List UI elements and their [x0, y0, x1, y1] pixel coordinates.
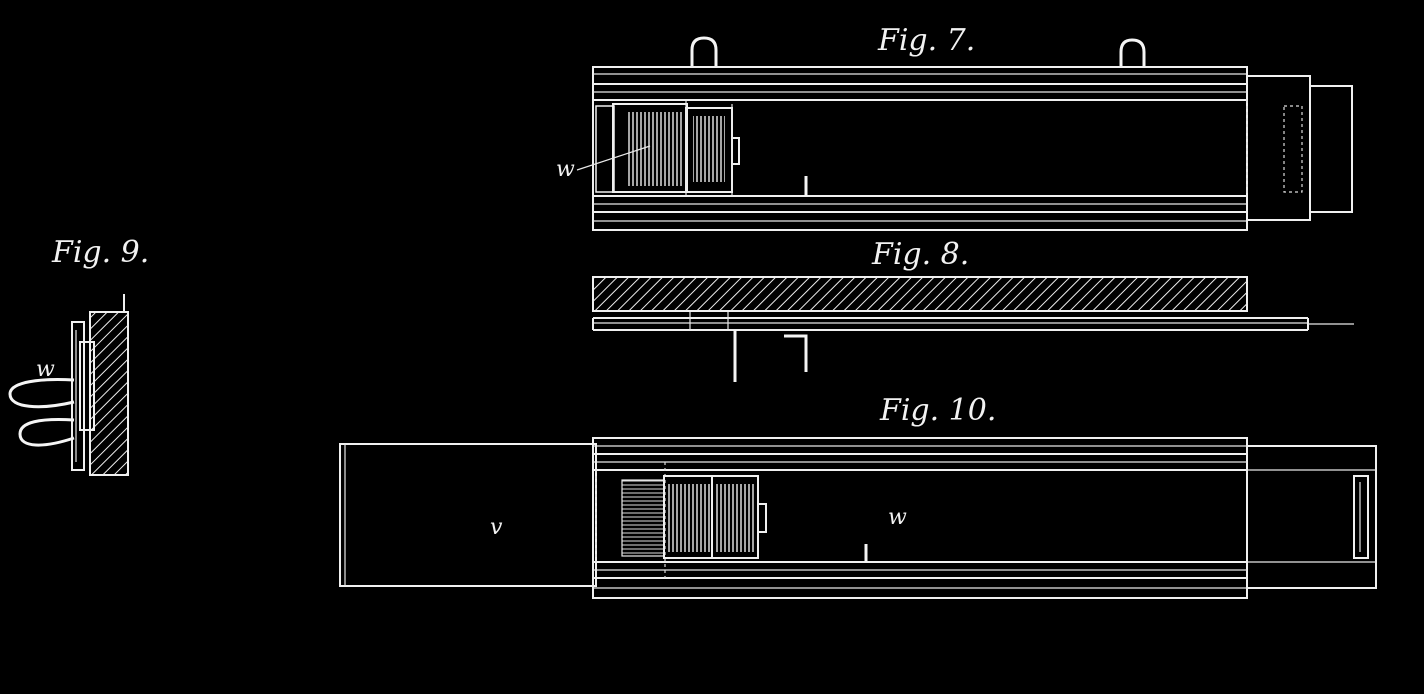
figure-7-drawer-pull	[1246, 75, 1353, 221]
figure-10-letter-v: v	[490, 515, 503, 540]
figure-9-hatched-board	[89, 311, 129, 476]
figure-7-hanging-loop-right	[1119, 38, 1146, 67]
figure-7-hanging-loop-left	[690, 36, 718, 67]
figure-10-letter-w: w	[888, 505, 907, 530]
figure-9-loop-lower	[18, 418, 75, 447]
figure-10-label: Fig. 10.	[879, 393, 996, 428]
figure-7-leader-w	[576, 145, 651, 171]
figure-9-label: Fig. 9.	[51, 235, 149, 270]
figure-7-file-stack	[612, 100, 740, 196]
figure-8-hatched-board	[592, 276, 1248, 312]
figure-9-loop-upper	[8, 378, 75, 409]
figure-10: Fig. 10. v	[339, 393, 1377, 599]
figure-7-end-block	[595, 105, 615, 193]
figure-10-casing	[592, 437, 1248, 599]
figure-10-file-stack	[621, 475, 767, 559]
figure-8-rail	[592, 312, 1354, 331]
figure-10-extension	[1247, 445, 1377, 589]
figure-7-label: Fig. 7.	[877, 23, 975, 58]
figure-7-casing	[592, 66, 1248, 231]
figure-7-letter-w: w	[556, 157, 575, 182]
figure-10-drawer	[339, 443, 597, 587]
figure-9-letter-w: w	[36, 357, 55, 382]
figure-9: Fig. 9. w	[8, 235, 149, 476]
figure-7: Fig. 7. w	[556, 23, 1353, 231]
figure-8-hook-right	[784, 334, 808, 372]
figure-9-clip	[71, 321, 95, 471]
figure-8: Fig. 8.	[592, 237, 1354, 382]
figure-8-label: Fig. 8.	[871, 237, 969, 272]
